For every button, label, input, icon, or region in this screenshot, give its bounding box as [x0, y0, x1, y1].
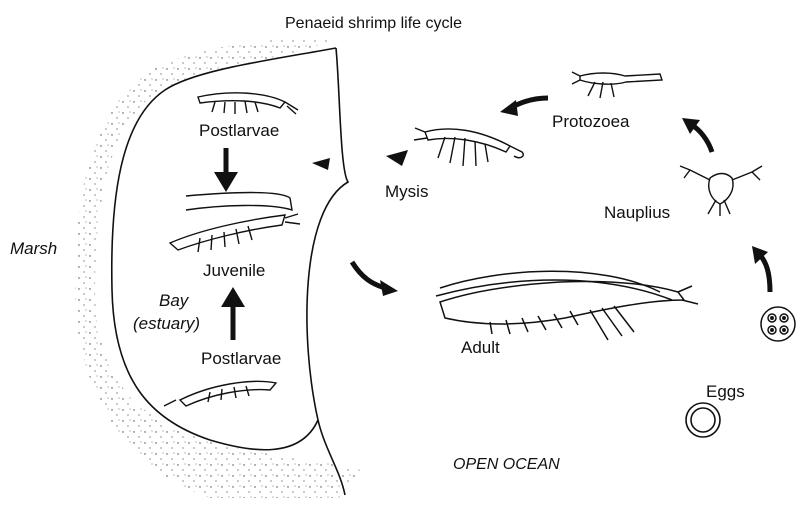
label-adult: Adult	[461, 339, 500, 356]
arrow-mysis-to-postlarvae	[312, 150, 408, 170]
nauplius-larva	[680, 166, 762, 216]
arrow-nauplius-to-protozoea	[682, 118, 712, 152]
mysis-larva	[414, 128, 523, 166]
arrow-juvenile-to-adult	[352, 262, 398, 296]
label-protozoea: Protozoea	[552, 113, 630, 130]
label-estuary: (estuary)	[133, 315, 200, 332]
postlarvae-top-shrimp	[198, 93, 298, 114]
arrow-eggs-to-nauplius	[752, 246, 770, 292]
arrow-protozoea-to-mysis	[500, 98, 548, 116]
juvenile-shrimp	[170, 193, 300, 253]
label-postlarvae-top: Postlarvae	[199, 122, 279, 139]
label-juvenile: Juvenile	[203, 262, 265, 279]
label-mysis: Mysis	[385, 183, 428, 200]
adult-shrimp	[436, 271, 698, 340]
protozoea-larva	[572, 72, 662, 98]
label-open-ocean: OPEN OCEAN	[453, 457, 560, 473]
eggs-cluster	[761, 307, 795, 341]
label-bay: Bay	[159, 292, 188, 309]
label-marsh: Marsh	[10, 240, 57, 257]
egg-single	[686, 403, 720, 437]
arrow-postlarvae-to-juvenile	[214, 148, 238, 192]
label-eggs: Eggs	[706, 383, 745, 400]
arrow-postlarvae-up-to-juvenile	[221, 287, 245, 340]
label-postlarvae-bottom: Postlarvae	[201, 350, 281, 367]
label-nauplius: Nauplius	[604, 204, 670, 221]
diagram-title: Penaeid shrimp life cycle	[285, 16, 462, 32]
postlarvae-bottom-shrimp	[164, 381, 276, 406]
